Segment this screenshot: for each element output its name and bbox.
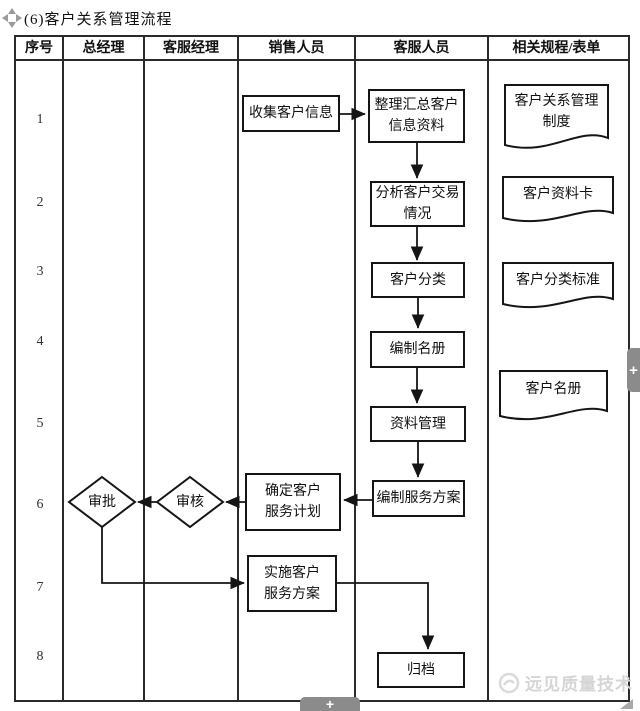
- node-archive[interactable]: 归档: [377, 652, 465, 688]
- column-divider: [62, 37, 64, 700]
- row-number-2: 2: [36, 195, 44, 210]
- expand-tab-bottom[interactable]: +: [300, 697, 360, 711]
- column-header-seq: 序号: [25, 41, 53, 56]
- column-divider: [487, 37, 489, 700]
- row-number-6: 6: [36, 497, 44, 512]
- row-number-8: 8: [36, 649, 44, 664]
- column-divider: [237, 37, 239, 700]
- node-compile-roster[interactable]: 编制名册: [370, 331, 465, 368]
- column-header-sales-staff: 销售人员: [268, 41, 325, 56]
- row-number-4: 4: [36, 334, 44, 349]
- column-divider: [143, 37, 145, 700]
- node-draft-service-plan[interactable]: 编制服务方案: [372, 480, 465, 517]
- row-number-7: 7: [36, 580, 44, 595]
- resize-corner-icon[interactable]: [620, 699, 633, 709]
- column-header-service-manager: 客服经理: [163, 41, 219, 56]
- watermark-logo-icon: [498, 672, 520, 694]
- row-number-3: 3: [36, 264, 44, 279]
- column-header-general-manager: 总经理: [82, 41, 125, 56]
- page-title-row: (6)客户关系管理流程: [2, 6, 173, 30]
- node-collect-info[interactable]: 收集客户信息: [242, 95, 340, 132]
- node-analyze-transactions[interactable]: 分析客户交易 情况: [370, 181, 465, 227]
- row-number-5: 5: [36, 416, 44, 431]
- page-title: (6)客户关系管理流程: [24, 11, 173, 28]
- column-divider: [354, 37, 356, 700]
- header-divider: [16, 59, 628, 61]
- node-data-management[interactable]: 资料管理: [370, 406, 466, 442]
- column-header-service-staff: 客服人员: [393, 41, 450, 56]
- column-header-related-forms: 相关规程/表单: [512, 41, 601, 56]
- watermark-text: 远见质量技术: [525, 675, 633, 694]
- expand-tab-right[interactable]: +: [627, 348, 640, 392]
- watermark: 远见质量技术: [498, 670, 633, 695]
- node-summarize-info[interactable]: 整理汇总客户 信息资料: [368, 89, 465, 143]
- move-icon[interactable]: [2, 8, 22, 28]
- row-number-1: 1: [36, 112, 44, 127]
- node-implement-service-plan[interactable]: 实施客户 服务方案: [247, 555, 337, 612]
- node-determine-service-plan[interactable]: 确定客户 服务计划: [245, 473, 341, 531]
- node-classify-customers[interactable]: 客户分类: [371, 262, 465, 298]
